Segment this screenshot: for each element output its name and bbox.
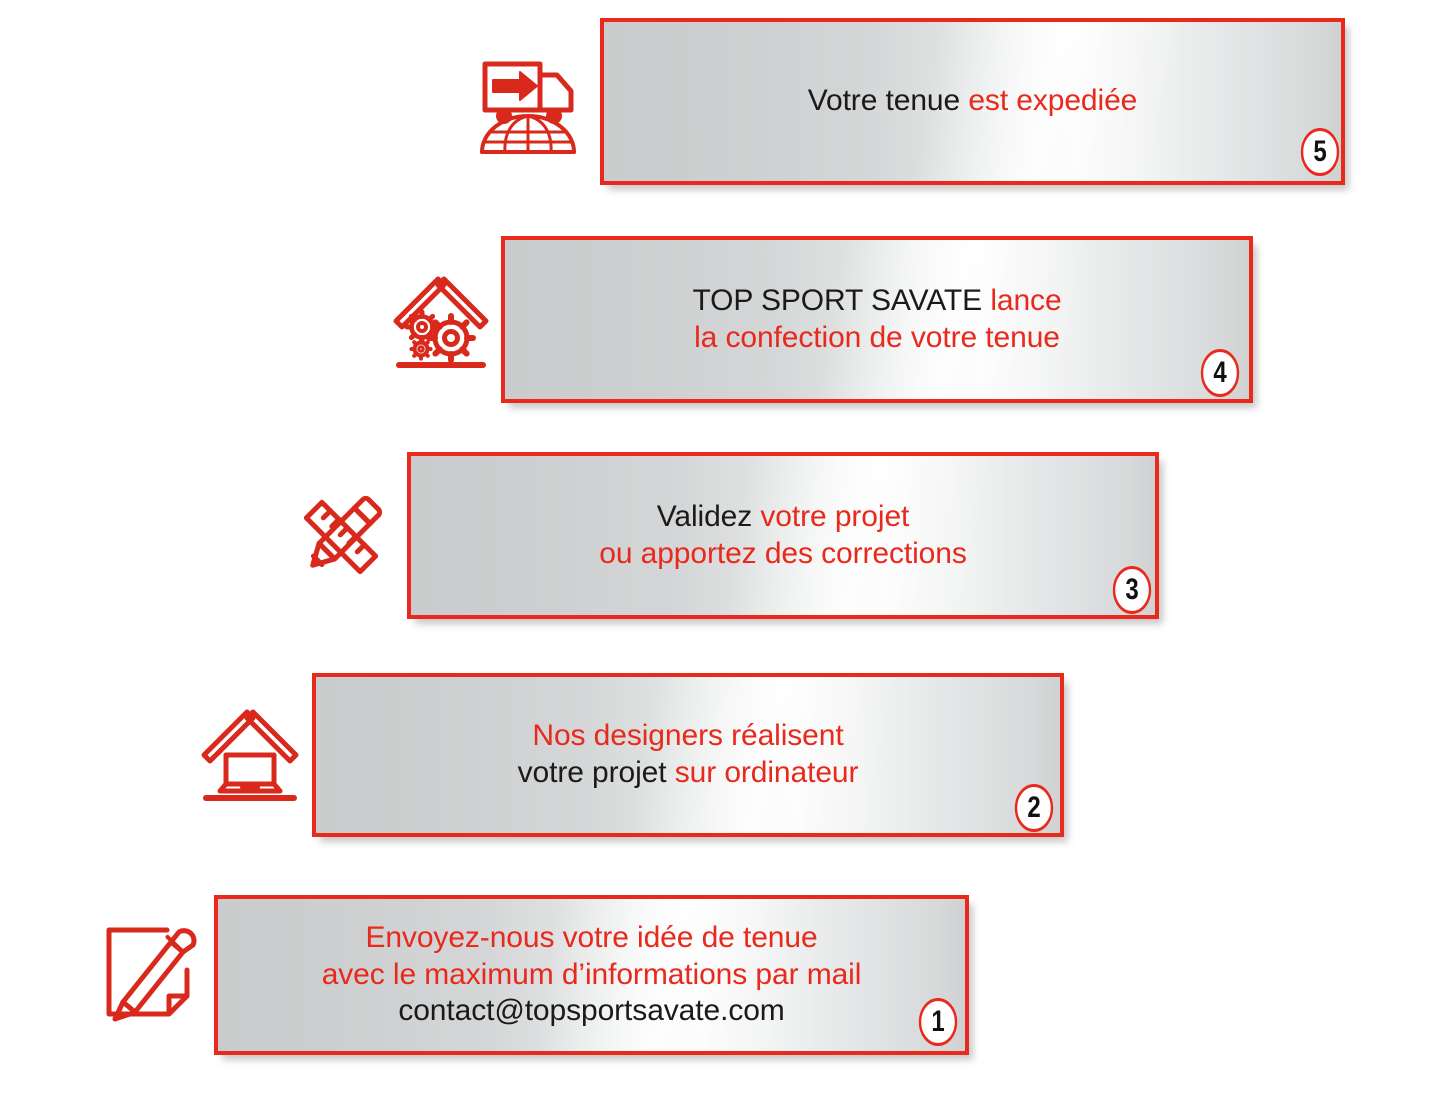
step-number-value: 1	[931, 1004, 945, 1038]
step-number-value: 2	[1027, 790, 1041, 824]
step-text-line: votre projet sur ordinateur	[518, 755, 859, 792]
step-text-line: Envoyez-nous votre idée de tenue	[365, 920, 817, 957]
text-segment: est expediée	[968, 84, 1138, 118]
step-text-line: Votre tenue est expediée	[808, 83, 1138, 120]
delivery-truck-globe-icon	[478, 50, 578, 156]
step-text-line: avec le maximum d’informations par mail	[322, 957, 862, 994]
step-text-5: Votre tenue est expediée	[604, 22, 1341, 181]
workshop-gears-icon	[391, 268, 491, 374]
text-segment: votre projet	[760, 499, 910, 533]
text-segment: sur ordinateur	[674, 756, 859, 789]
text-segment: TOP SPORT SAVATE	[692, 283, 991, 317]
step-number-badge: 5	[1300, 128, 1340, 176]
text-segment: Validez	[656, 499, 761, 533]
text-segment: la confection de votre tenue	[694, 320, 1060, 354]
step-number-badge: 2	[1014, 784, 1054, 832]
text-segment: votre projet	[517, 756, 675, 789]
step-text-line: ou apportez des corrections	[599, 536, 967, 573]
pencil-ruler-icon	[291, 484, 391, 590]
step-number-badge: 4	[1200, 349, 1240, 397]
step-number-value: 4	[1213, 355, 1227, 389]
step-number-value: 3	[1125, 572, 1139, 606]
step-number-badge: 1	[918, 998, 958, 1046]
text-segment: Nos designers réalisent	[532, 719, 844, 753]
text-segment: lance	[990, 283, 1062, 317]
text-segment: Votre tenue	[807, 84, 969, 118]
step-text-line: contact@topsportsavate.com	[398, 993, 784, 1030]
text-segment: ou apportez des corrections	[599, 536, 967, 570]
step-text-line: la confection de votre tenue	[694, 320, 1060, 357]
text-segment: Envoyez-nous votre idée de tenue	[365, 921, 818, 955]
step-text-line: Validez votre projet	[657, 499, 910, 536]
step-number-value: 5	[1313, 134, 1327, 168]
step-number-badge: 3	[1112, 566, 1152, 614]
laptop-workshop-icon	[200, 700, 300, 806]
step-panel-5[interactable]: Votre tenue est expediée 5	[600, 18, 1345, 185]
text-segment: avec le maximum d’informations par mail	[321, 957, 862, 991]
text-segment: contact@topsportsavate.com	[398, 994, 785, 1028]
note-pencil-icon	[99, 918, 199, 1024]
step-text-line: Nos designers réalisent	[532, 718, 843, 755]
step-text-line: TOP SPORT SAVATE lance	[692, 283, 1061, 320]
